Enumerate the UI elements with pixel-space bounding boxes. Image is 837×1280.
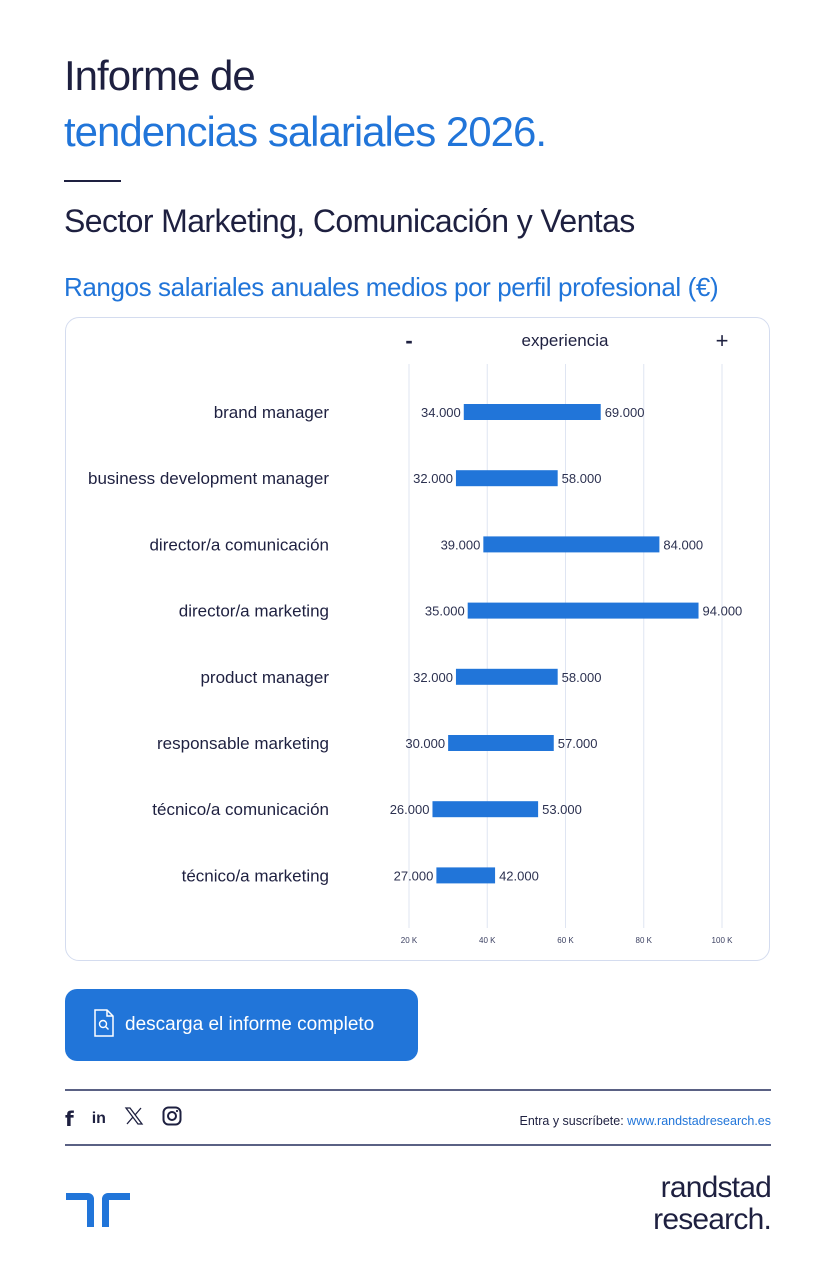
brand-line2: research. [653, 1203, 772, 1236]
randstad-logo-icon [66, 1193, 130, 1232]
website-link[interactable]: www.randstadresearch.es [627, 1114, 771, 1128]
max-label: 57.000 [558, 736, 598, 751]
min-label: 32.000 [413, 471, 453, 486]
category-label: responsable marketing [157, 734, 329, 753]
min-label: 34.000 [421, 405, 461, 420]
sector-title: Sector Marketing, Comunicación y Ventas [64, 203, 635, 239]
title-line2: tendencias salariales 2026. [64, 108, 547, 155]
min-label: 30.000 [405, 736, 445, 751]
range-bar [432, 801, 539, 818]
min-label: 27.000 [394, 868, 434, 883]
min-label: 39.000 [441, 537, 481, 552]
divider-top [65, 1089, 771, 1091]
axis-minus: - [405, 328, 412, 353]
document-search-icon [93, 1008, 115, 1042]
category-label: técnico/a marketing [182, 866, 329, 885]
x-tick-label: 40 K [479, 936, 496, 945]
max-label: 84.000 [663, 537, 703, 552]
max-label: 58.000 [562, 471, 602, 486]
min-label: 26.000 [390, 802, 430, 817]
range-bar [455, 668, 558, 685]
x-tick-label: 100 K [712, 936, 734, 945]
x-tick-label: 60 K [557, 936, 574, 945]
subscribe-prefix: Entra y suscríbete: [519, 1114, 628, 1128]
category-label: técnico/a comunicación [152, 800, 329, 819]
max-label: 53.000 [542, 802, 582, 817]
min-label: 35.000 [425, 604, 465, 619]
max-label: 69.000 [605, 405, 645, 420]
divider-bottom [65, 1144, 771, 1146]
max-label: 94.000 [703, 604, 743, 619]
download-report-button[interactable]: descarga el informe completo [65, 989, 418, 1061]
title-line1: Informe de [64, 52, 256, 99]
divider [64, 180, 121, 182]
range-bar [448, 735, 554, 751]
x-icon[interactable] [124, 1106, 144, 1131]
social-links: f in [65, 1106, 182, 1131]
range-chart: 20 K 40 K 60 K 80 K 100 K - experiencia + br… [88, 328, 743, 945]
category-label: product manager [200, 668, 329, 687]
category-label: director/a marketing [179, 602, 329, 621]
chart-subtitle: Rangos salariales anuales medios por per… [64, 272, 719, 302]
x-tick-label: 20 K [401, 936, 418, 945]
facebook-icon[interactable]: f [65, 1106, 74, 1131]
instagram-icon[interactable] [162, 1106, 182, 1131]
brand-line1: randstad [660, 1171, 772, 1204]
max-label: 58.000 [562, 670, 602, 685]
range-bar [436, 867, 496, 884]
category-label: business development manager [88, 469, 329, 488]
x-tick-label: 80 K [636, 936, 653, 945]
category-label: brand manager [214, 403, 330, 422]
max-label: 42.000 [499, 868, 539, 883]
linkedin-icon[interactable]: in [91, 1109, 106, 1127]
download-label: descarga el informe completo [125, 1014, 375, 1035]
min-label: 32.000 [413, 670, 453, 685]
chart-card [65, 317, 770, 961]
category-label: director/a comunicación [149, 535, 329, 554]
subscribe-text: Entra y suscríbete: www.randstadresearch… [519, 1114, 771, 1128]
range-bar [463, 404, 601, 420]
range-bar [467, 602, 699, 619]
range-bar [455, 470, 558, 487]
axis-plus: + [716, 328, 729, 353]
range-bar [483, 536, 660, 553]
axis-experience: experiencia [522, 331, 609, 350]
